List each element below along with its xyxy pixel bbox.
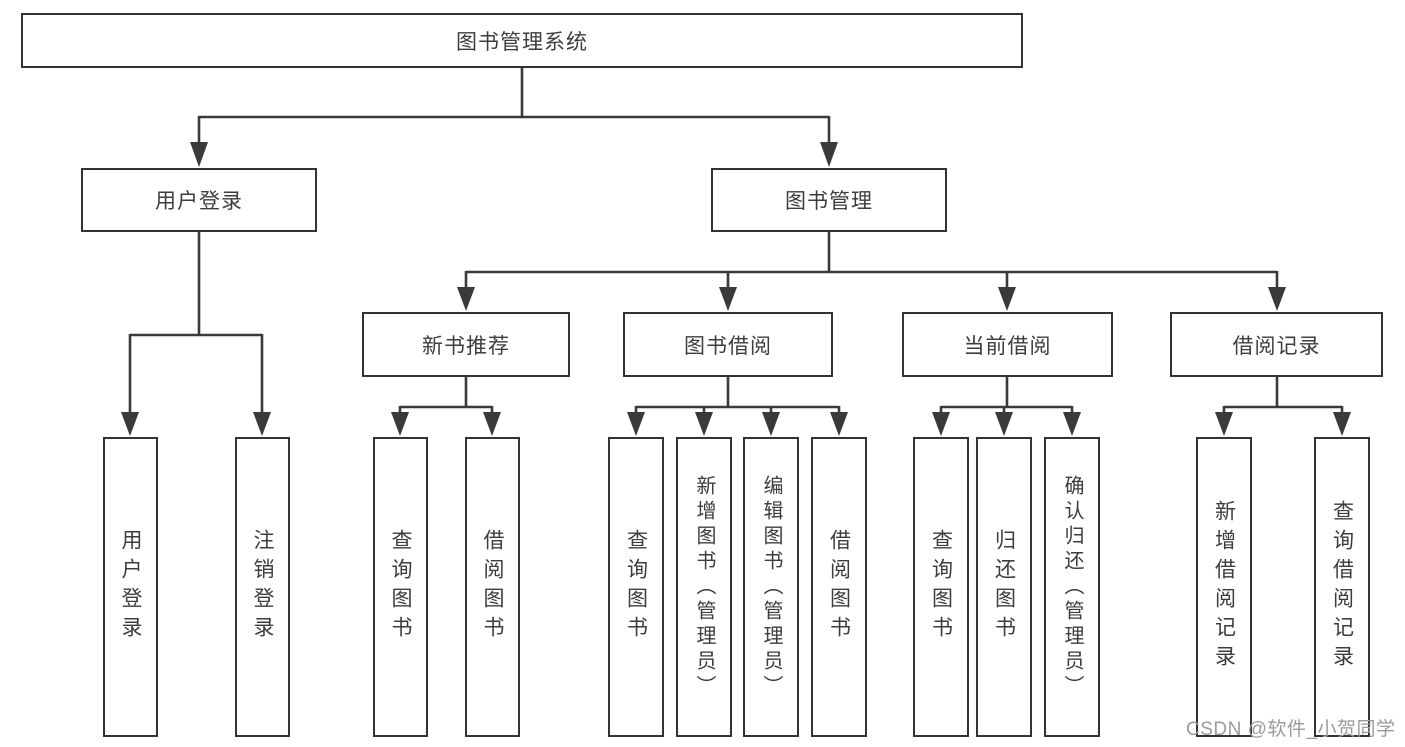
leaf-label: 编辑图书（管理员）: [760, 474, 782, 700]
leaf-label: 查询图书: [624, 529, 648, 645]
leaf-edit-book-admin: 编辑图书（管理员）: [743, 437, 799, 737]
leaf-user-login: 用户登录: [103, 437, 158, 737]
node-user-login: 用户登录: [81, 168, 317, 232]
leaf-borrow-books-recommend: 借阅图书: [465, 437, 520, 737]
leaf-label: 用户登录: [119, 529, 142, 645]
node-new-book-recommend: 新书推荐: [362, 312, 570, 377]
leaf-label: 新增图书（管理员）: [693, 474, 715, 700]
leaf-label: 查询借阅记录: [1330, 500, 1354, 674]
leaf-borrow-books: 借阅图书: [811, 437, 867, 737]
leaf-query-books-current: 查询图书: [913, 437, 969, 737]
leaf-return-book: 归还图书: [976, 437, 1032, 737]
leaf-query-borrow-record: 查询借阅记录: [1314, 437, 1370, 737]
leaf-label: 注销登录: [251, 529, 274, 645]
node-library-management-system: 图书管理系统: [21, 13, 1023, 68]
leaf-label: 借阅图书: [827, 529, 851, 645]
leaf-label: 确认归还（管理员）: [1061, 474, 1083, 700]
leaf-label: 新增借阅记录: [1212, 500, 1236, 674]
leaf-label: 借阅图书: [481, 529, 504, 645]
node-current-borrow: 当前借阅: [902, 312, 1113, 377]
node-borrow-records: 借阅记录: [1170, 312, 1383, 377]
node-book-management: 图书管理: [711, 168, 947, 232]
leaf-label: 查询图书: [929, 529, 953, 645]
csdn-watermark: CSDN @软件_小贺同学: [1186, 719, 1396, 740]
leaf-add-book-admin: 新增图书（管理员）: [676, 437, 732, 737]
leaf-logout: 注销登录: [235, 437, 290, 737]
leaf-label: 查询图书: [389, 529, 412, 645]
leaf-query-books-recommend: 查询图书: [373, 437, 428, 737]
leaf-confirm-return-admin: 确认归还（管理员）: [1044, 437, 1100, 737]
leaf-add-borrow-record: 新增借阅记录: [1196, 437, 1252, 737]
node-book-borrow: 图书借阅: [623, 312, 833, 377]
leaf-query-books-borrow: 查询图书: [608, 437, 664, 737]
leaf-label: 归还图书: [992, 529, 1016, 645]
